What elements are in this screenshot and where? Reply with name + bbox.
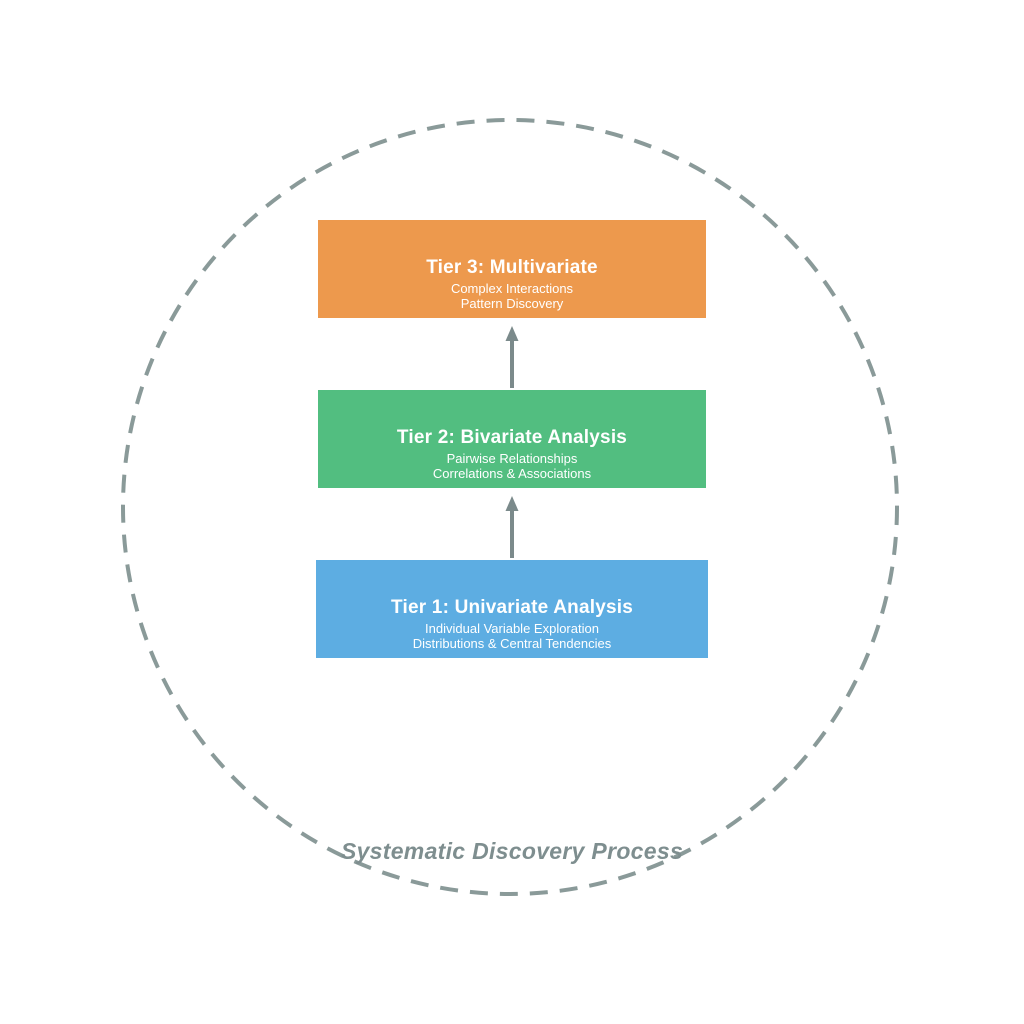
tier3-box: Tier 3: Multivariate Complex Interaction… (318, 220, 706, 318)
tier2-title: Tier 2: Bivariate Analysis (396, 427, 628, 448)
tier1-subtitle-2: Distributions & Central Tendencies (412, 636, 612, 651)
tier2-box: Tier 2: Bivariate Analysis Pairwise Rela… (318, 390, 706, 488)
tier1-title: Tier 1: Univariate Analysis (391, 597, 633, 618)
tier3-subtitle-1: Complex Interactions (450, 281, 574, 296)
arrow-tier2-to-tier3-icon (505, 326, 519, 388)
tier2-subtitle-2: Correlations & Associations (432, 466, 592, 481)
tier3-subtitle-2: Pattern Discovery (460, 296, 564, 311)
arrow-tier1-to-tier2-icon (505, 496, 519, 558)
tier2-subtitle-1: Pairwise Relationships (446, 451, 578, 466)
tier3-title: Tier 3: Multivariate (426, 257, 598, 278)
tier1-box: Tier 1: Univariate Analysis Individual V… (316, 560, 708, 658)
dashed-circle (121, 118, 899, 896)
diagram-caption: Systematic Discovery Process (340, 838, 684, 864)
tier1-subtitle-1: Individual Variable Exploration (425, 621, 599, 636)
